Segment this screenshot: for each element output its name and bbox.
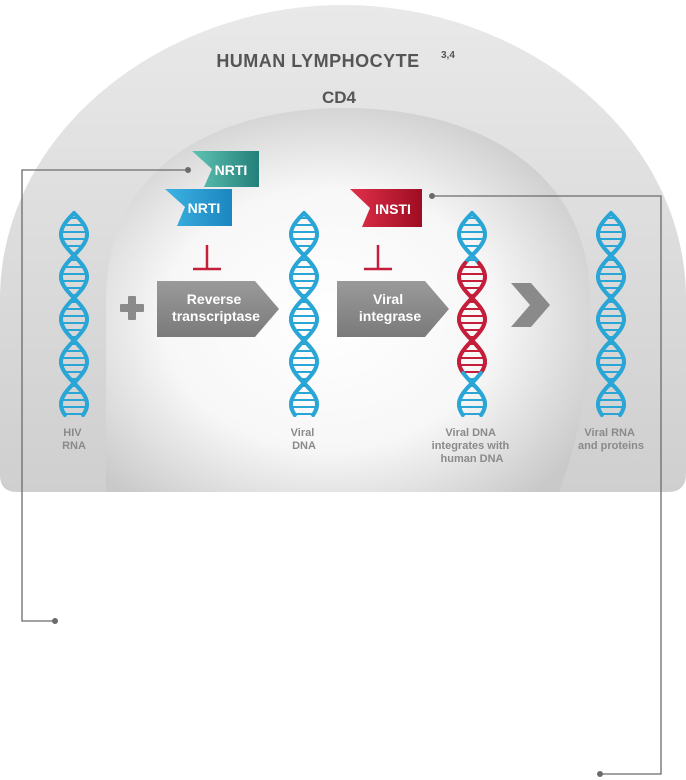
- viral-dna-label: Viral DNA: [291, 427, 318, 452]
- integrated-dna-helix: [457, 211, 487, 417]
- helix-strand: [311, 411, 317, 417]
- rt-inhibition-symbol: [193, 245, 221, 271]
- receptor-label: CD4: [322, 88, 357, 107]
- helix-strand: [618, 411, 624, 417]
- integrated-dna-label: Viral DNA integrates with human DNA: [432, 427, 513, 465]
- helix-strand: [459, 411, 465, 417]
- nrti-tag-back-label: NRTI: [215, 162, 248, 178]
- viral-rna-proteins-helix: [596, 211, 626, 417]
- chevron-right-icon: [511, 283, 550, 327]
- viral-integrase-label: Viral integrase: [359, 291, 421, 324]
- viral-dna-helix: [289, 211, 319, 417]
- nrti-connector: [21, 169, 188, 622]
- insti-connector-start-dot: [429, 193, 435, 199]
- nrti-tag-front-label: NRTI: [188, 200, 221, 216]
- hiv-rna-helix: [59, 211, 89, 417]
- cell-title: HUMAN LYMPHOCYTE: [216, 51, 419, 71]
- insti-tag: [350, 189, 422, 227]
- nrti-connector-end-dot: [52, 618, 58, 624]
- helix-strand: [291, 411, 297, 417]
- nrti-tag-front: [165, 189, 232, 226]
- insti-connector: [432, 195, 662, 775]
- nrti-tag-back: [192, 151, 259, 187]
- helix-strand: [81, 411, 87, 417]
- cell-title-superscript: 3,4: [441, 50, 455, 61]
- hiv-rna-label: HIV RNA: [62, 427, 86, 452]
- viral-integrase-arrow: [337, 281, 449, 337]
- helix-strand: [479, 411, 485, 417]
- integrase-inhibition-symbol: [364, 245, 392, 271]
- insti-tag-label: INSTI: [375, 201, 411, 217]
- helix-strand: [598, 411, 604, 417]
- reverse-transcriptase-arrow: [157, 281, 279, 337]
- insti-connector-end-dot: [597, 771, 603, 777]
- viral-rna-proteins-label: Viral RNA and proteins: [578, 427, 644, 452]
- helix-strand: [61, 411, 67, 417]
- nrti-connector-start-dot: [185, 167, 191, 173]
- plus-icon: [120, 296, 144, 320]
- reverse-transcriptase-label: Reverse transcriptase: [172, 291, 260, 324]
